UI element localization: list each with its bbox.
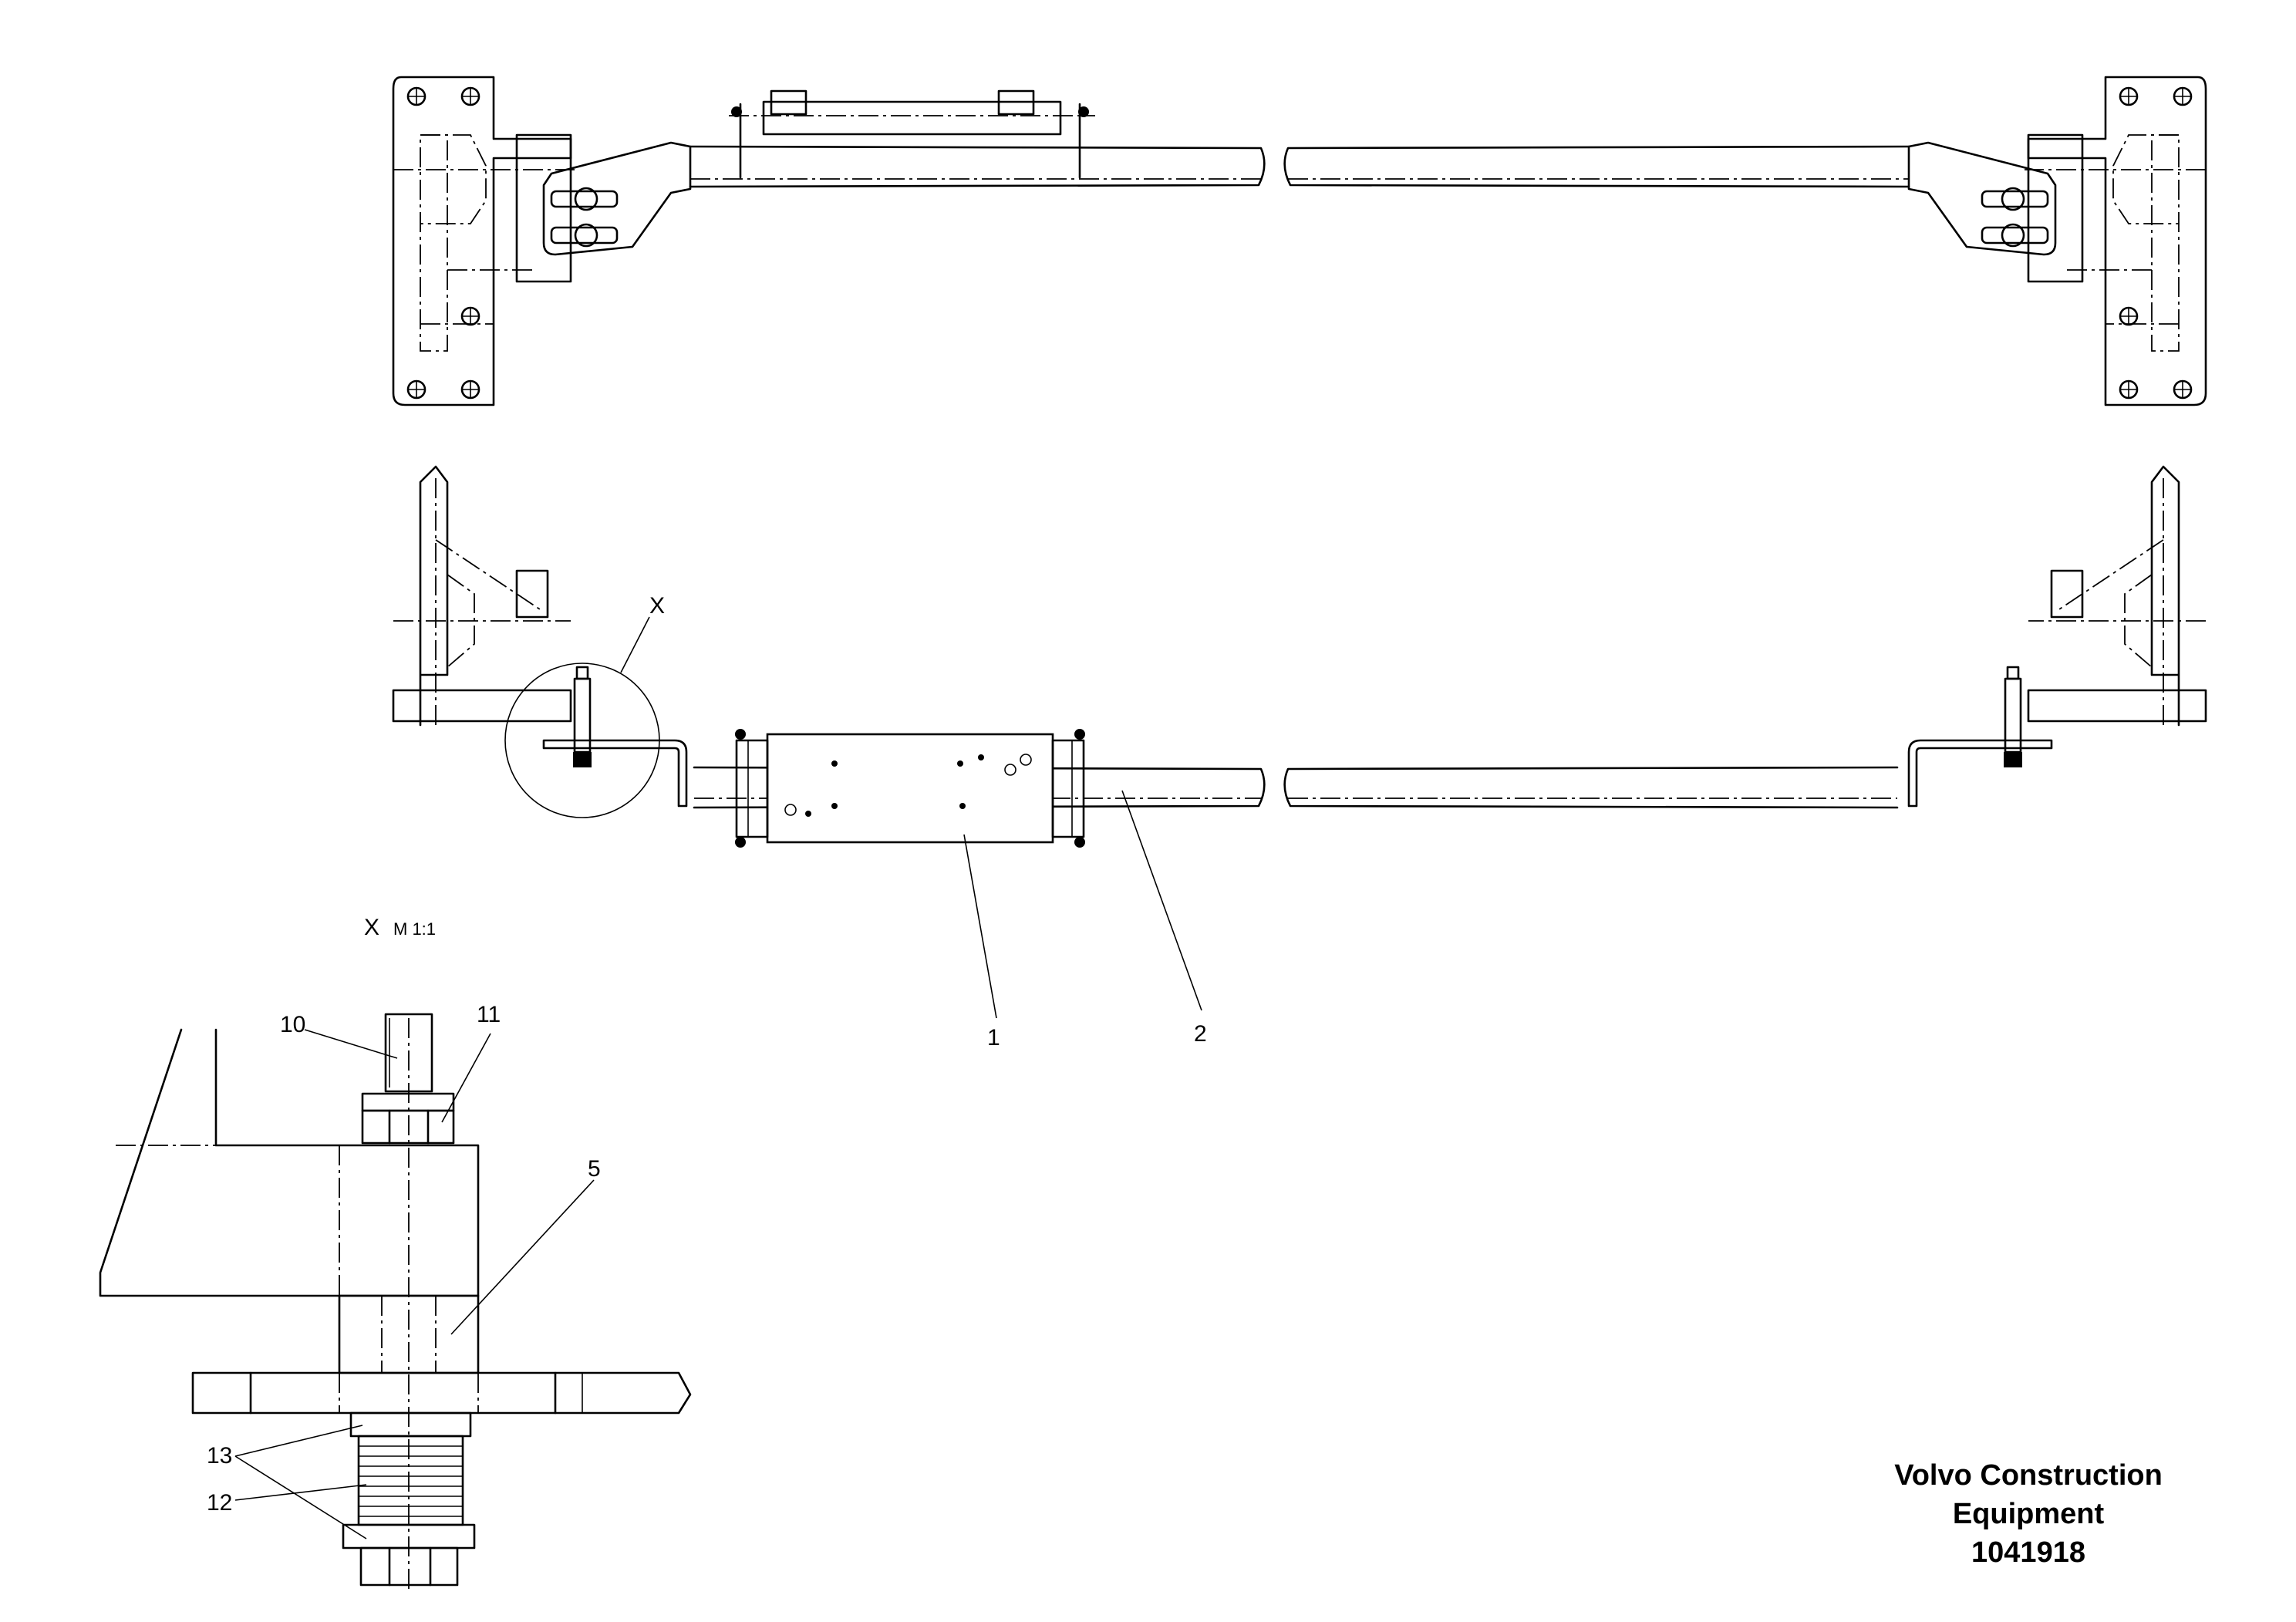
bracket-bolts: [550, 187, 619, 248]
callout-5: 5: [588, 1156, 601, 1182]
tube-top: [689, 145, 1910, 188]
callout-11: 11: [477, 1002, 501, 1027]
callout-2: 2: [1194, 1021, 1207, 1047]
leader-12: [234, 1484, 367, 1501]
leader-13a: [234, 1425, 363, 1457]
port-icon: [784, 754, 1032, 817]
leader-5: [450, 1179, 595, 1335]
left-post-front: [392, 465, 572, 727]
left-bracket-front: [542, 666, 688, 808]
front-view-assembly: X: [392, 465, 2207, 1050]
valve-block-front: [735, 729, 1085, 848]
valve-block-top: [729, 89, 1095, 179]
title-line-2: Equipment: [1952, 1498, 2105, 1530]
right-post-front: [2027, 465, 2207, 727]
tube-front: [693, 766, 1899, 809]
callout-10: 10: [280, 1012, 305, 1037]
view-label-letter: X: [364, 915, 379, 940]
leader-1: [963, 834, 997, 1019]
leader-10: [304, 1029, 398, 1059]
title-line-1: Volvo Construction: [1894, 1459, 2163, 1492]
right-mount-plate-top: [1907, 76, 2207, 406]
leader-13b: [234, 1455, 367, 1539]
callout-1: 1: [987, 1025, 1000, 1050]
spring-coils: [357, 1435, 464, 1526]
callout-13: 13: [207, 1443, 232, 1469]
detail-circle-label: X: [649, 593, 665, 619]
document-number: 1041918: [1971, 1536, 2085, 1569]
view-label-scale: M 1:1: [393, 919, 436, 939]
right-bracket-front: [1907, 666, 2053, 808]
top-view-assembly: [392, 76, 2207, 406]
detail-view-x: X M 1:1: [99, 915, 692, 1589]
bolt-hole-icon: [406, 86, 480, 400]
left-mount-plate-top: [392, 76, 692, 406]
detail-circle-x: X: [504, 593, 665, 818]
leader-2: [1121, 790, 1202, 1011]
callout-12: 12: [207, 1490, 232, 1516]
leader-11: [441, 1033, 491, 1123]
title-block: Volvo Construction Equipment 1041918: [1828, 1456, 2229, 1572]
